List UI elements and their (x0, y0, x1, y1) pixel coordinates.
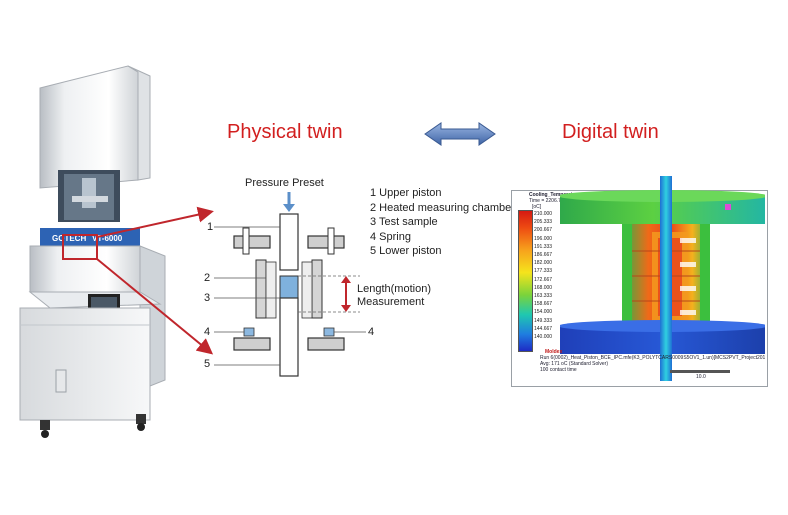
length-label-line1: Length(motion) (357, 283, 431, 295)
pressure-preset-label: Pressure Preset (245, 177, 324, 189)
sim-header-1: Cooling_Temperature (529, 192, 581, 198)
parts-legend: 1 Upper piston 2 Heated measuring chambe… (370, 186, 515, 259)
moldex-tag: Moldex (545, 349, 563, 355)
sim-info-line-1: Run 6(0002)_Heat_Piston_BCE_IPC.mfe(K3_P… (540, 355, 765, 361)
piston-schematic (214, 192, 366, 377)
machine-brand-text: GOTECH (52, 234, 86, 243)
sim-scale-bar (670, 370, 730, 373)
scale-values: 210.000 205.333 200.667 196.000 191.333 … (534, 211, 553, 341)
sim-scale-bar-label: 10.0 (696, 374, 706, 380)
legend-item: 3 Test sample (370, 216, 438, 228)
part-number-5: 5 (204, 358, 211, 370)
part-number-1: 1 (207, 221, 214, 233)
rheometer-machine-photo: GOTECH VT-6000 (19, 65, 166, 438)
length-label-line2: Measurement (357, 296, 425, 308)
sim-info-line-3: 100 contact time (540, 367, 577, 373)
thermal-simulation-render (560, 176, 765, 381)
machine-model-text: VT-6000 (92, 234, 123, 243)
physical-twin-title: Physical twin (227, 121, 343, 143)
legend-item: 2 Heated measuring chamber (370, 201, 515, 214)
callout-arrows (96, 206, 214, 355)
double-arrow-icon (424, 122, 496, 146)
sim-unit: [oC] (532, 204, 542, 210)
legend-item: 5 Lower piston (370, 245, 442, 257)
sim-info-line-2: Avg: 171 oC (Standard Solver) (540, 361, 609, 367)
legend-item: 1 Upper piston (370, 187, 442, 199)
part-number-3: 3 (204, 292, 211, 304)
part-number-2: 2 (204, 272, 211, 284)
part-number-4-right: 4 (368, 326, 375, 338)
digital-twin-title: Digital twin (562, 121, 659, 143)
part-number-4-left: 4 (204, 326, 211, 338)
temperature-color-scale (518, 210, 533, 352)
legend-item: 4 Spring (370, 230, 411, 243)
